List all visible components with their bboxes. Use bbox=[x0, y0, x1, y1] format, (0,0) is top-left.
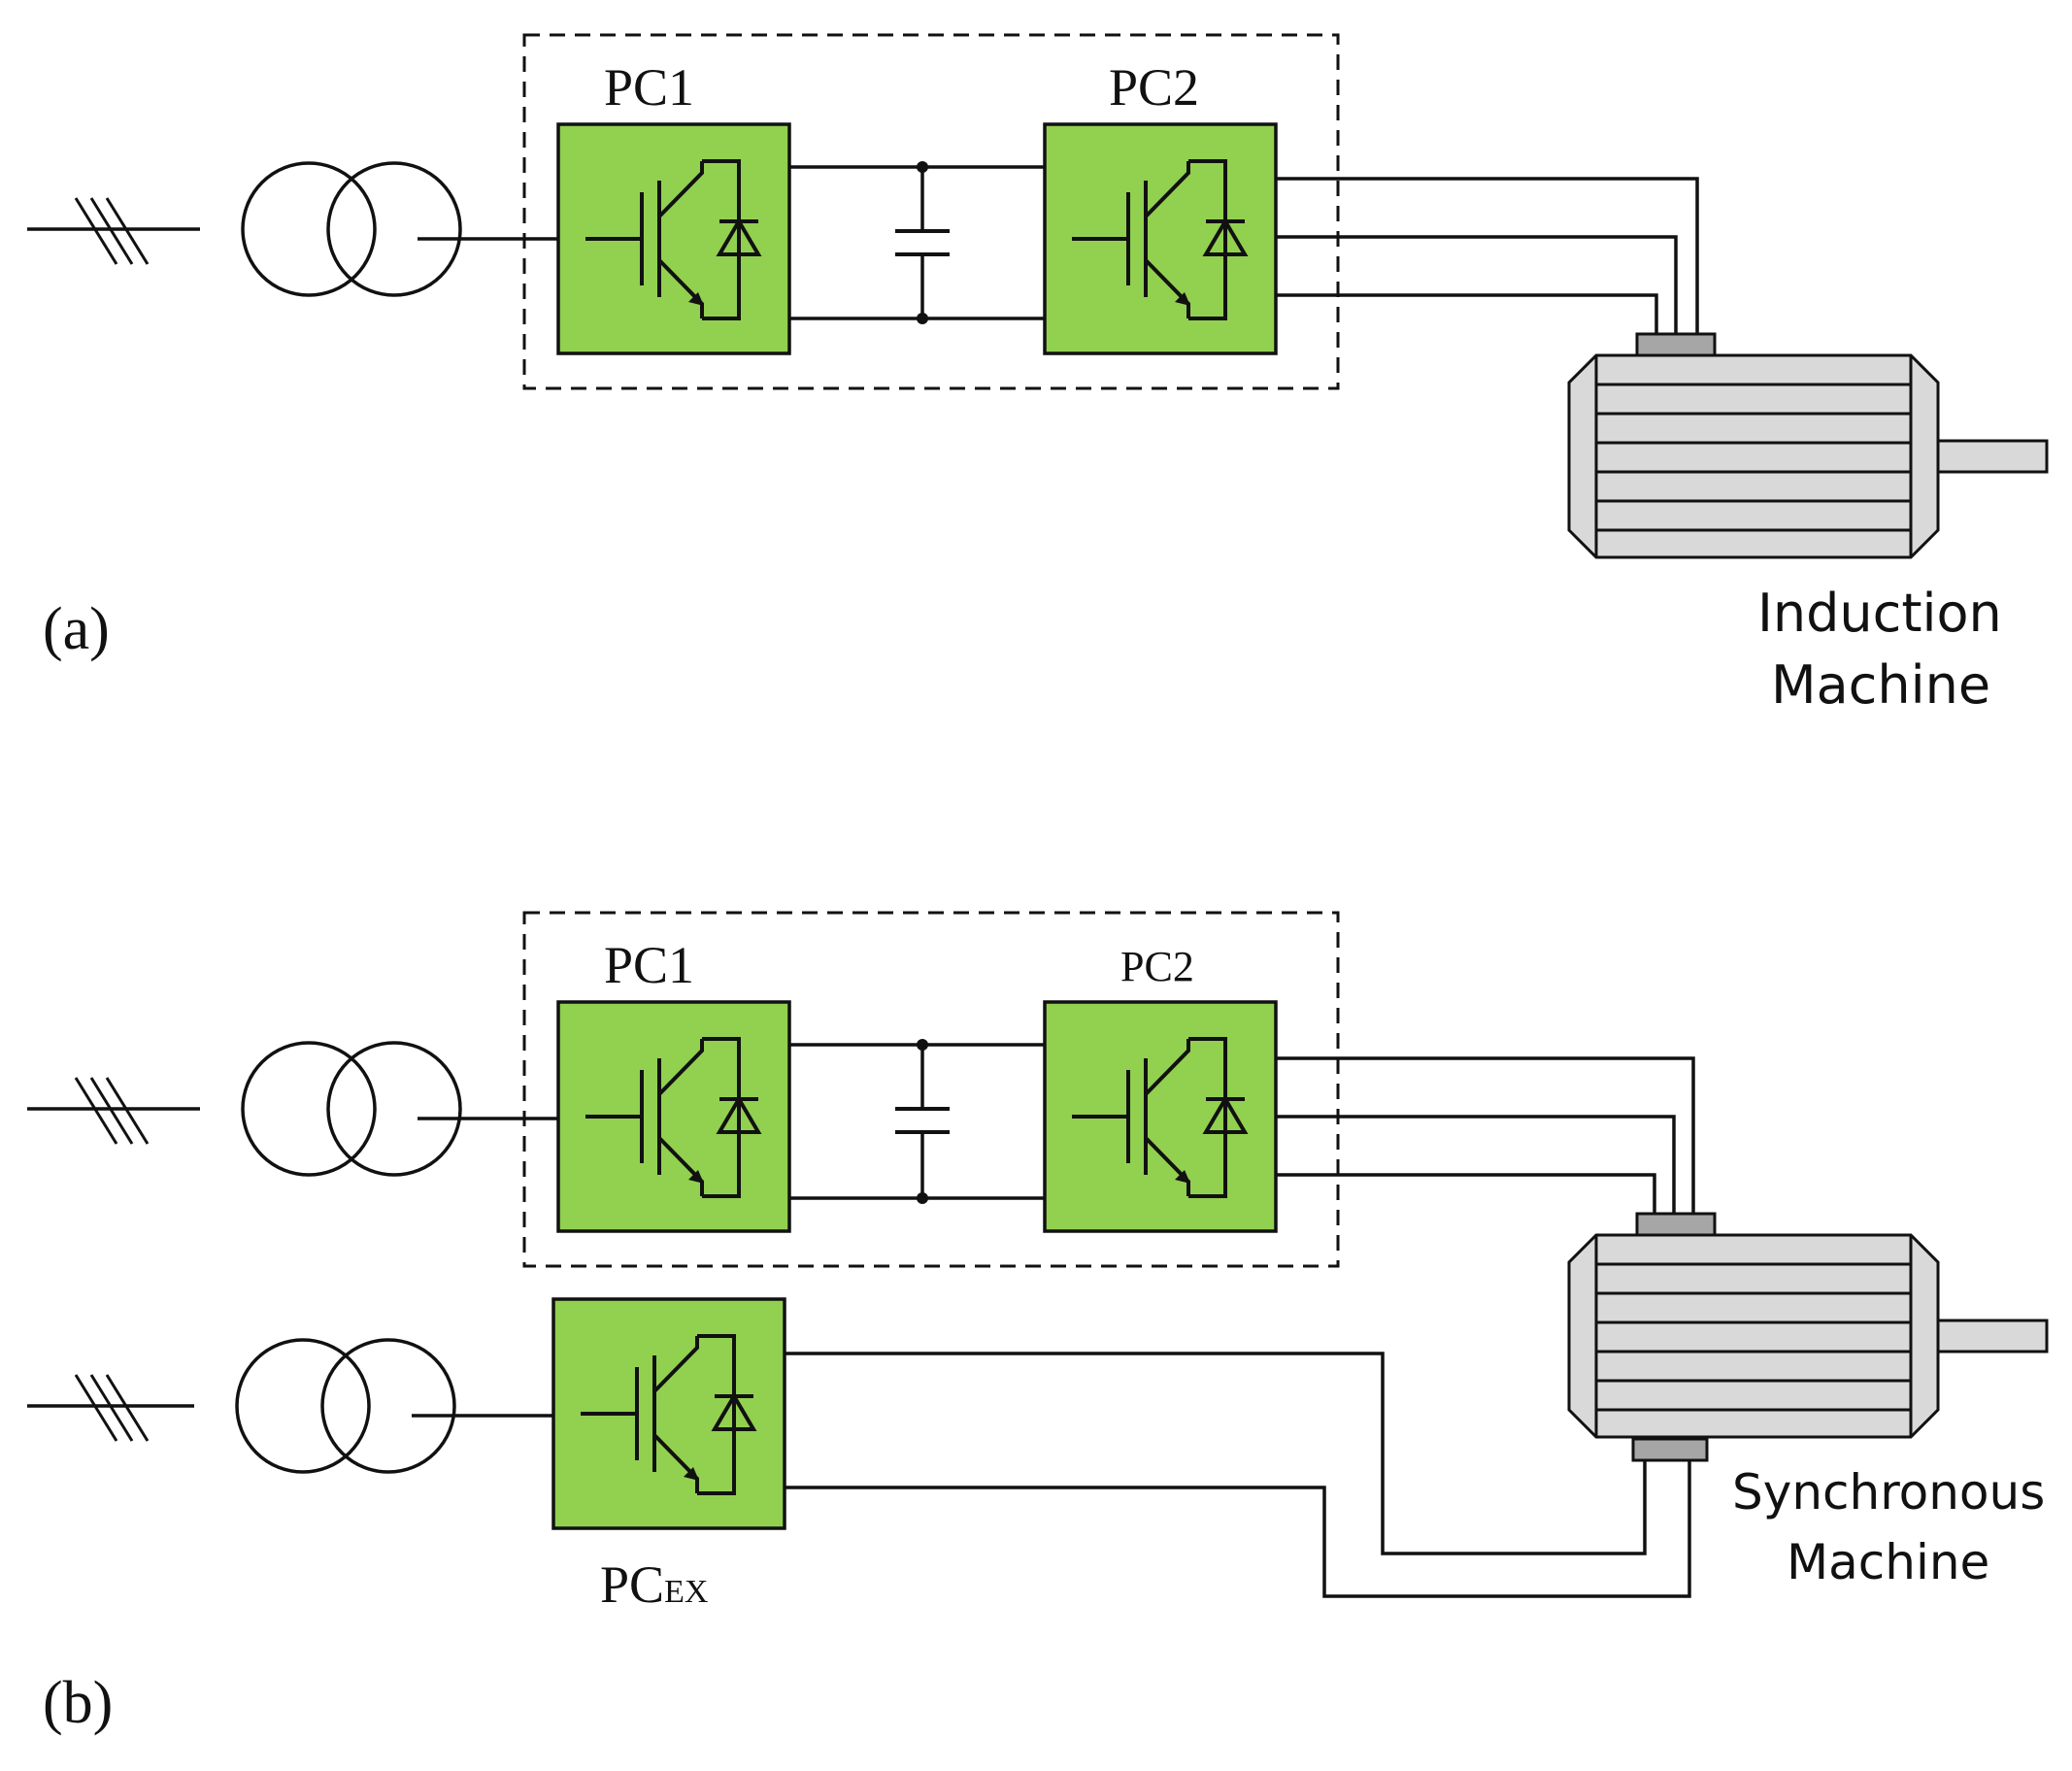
induction-machine-label-line2: Machine bbox=[1771, 654, 1990, 716]
field-terminal-box bbox=[1631, 1437, 1709, 1462]
transformer-icon bbox=[241, 1041, 462, 1177]
panel-a-tag: (a) bbox=[43, 596, 110, 662]
panel-a: PC1 PC2 bbox=[27, 33, 2049, 716]
synchronous-machine-label-line1: Synchronous bbox=[1732, 1464, 2045, 1520]
dc-link bbox=[789, 161, 1045, 324]
dc-link bbox=[789, 1039, 1045, 1204]
pc1-converter bbox=[556, 1000, 791, 1233]
three-phase-grid-icon bbox=[27, 196, 200, 266]
pc2-converter bbox=[1043, 122, 1278, 355]
synchronous-machine-label-line2: Machine bbox=[1787, 1534, 1989, 1590]
transformer-icon bbox=[241, 161, 462, 297]
transformer-icon bbox=[235, 1338, 456, 1474]
pc1-label: PC1 bbox=[604, 936, 694, 994]
back-to-back-converter-enclosure bbox=[522, 33, 1340, 390]
three-phase-grid-icon bbox=[27, 1373, 194, 1443]
pc1-converter bbox=[556, 122, 791, 355]
electric-motor-icon bbox=[1567, 332, 2049, 559]
three-phase-grid-icon bbox=[27, 1076, 200, 1146]
pc2-label: PC2 bbox=[1109, 58, 1199, 117]
pc2-converter bbox=[1043, 1000, 1278, 1233]
pc2-label: PC2 bbox=[1120, 943, 1194, 990]
pc2-to-machine-wires bbox=[1276, 1056, 1695, 1214]
pcex-converter bbox=[551, 1297, 786, 1530]
electric-motor-icon bbox=[1567, 1212, 2049, 1462]
induction-machine-label-line1: Induction bbox=[1757, 583, 2002, 644]
pc1-label: PC1 bbox=[604, 58, 694, 117]
machine-terminal-box bbox=[1635, 332, 1717, 357]
pcex-to-field-wires bbox=[785, 1352, 1691, 1598]
panel-b: PC1 PC2 bbox=[27, 911, 2049, 1736]
pcex-label-sub: EX bbox=[664, 1574, 708, 1610]
capacitor-icon bbox=[895, 229, 950, 256]
machine-terminal-box bbox=[1635, 1212, 1717, 1237]
pcex-label-main: PC bbox=[600, 1555, 664, 1614]
capacitor-icon bbox=[895, 1107, 950, 1134]
panel-b-tag: (b) bbox=[43, 1670, 113, 1736]
pcex-label: PCEX bbox=[600, 1555, 708, 1614]
back-to-back-converter-enclosure bbox=[522, 911, 1340, 1268]
pc2-to-machine-wires bbox=[1276, 177, 1699, 336]
